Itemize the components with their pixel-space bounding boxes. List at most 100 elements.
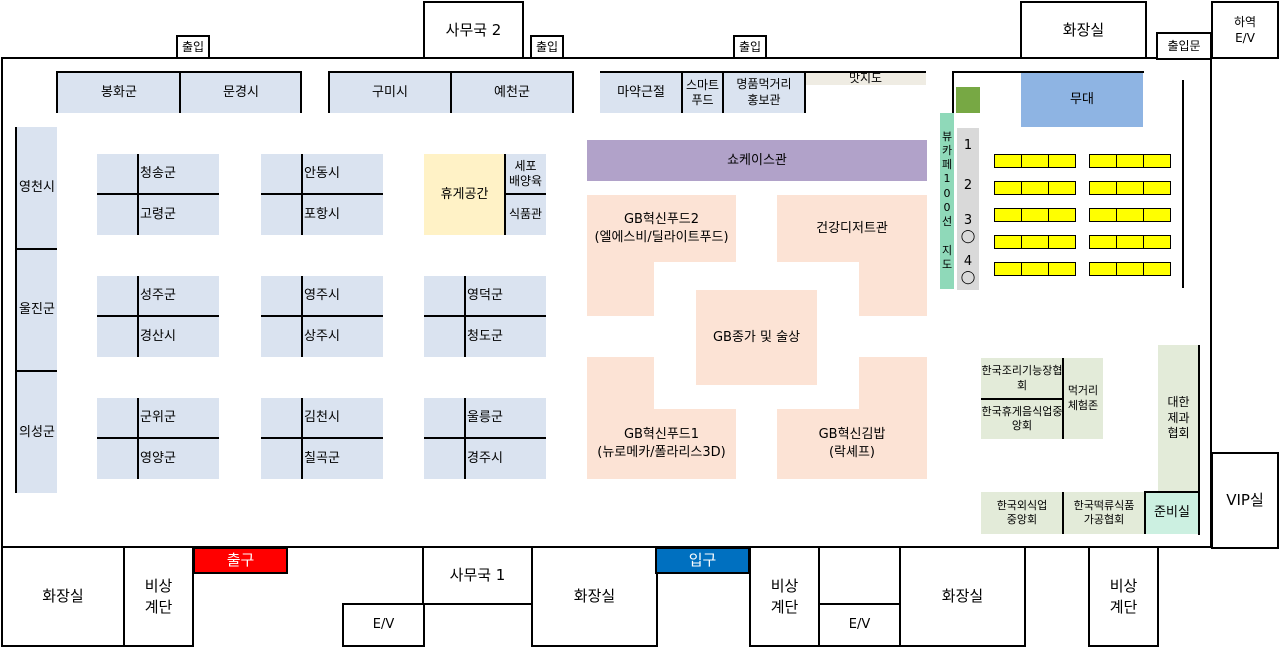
booth-divider: [424, 437, 546, 439]
booth-divider: [15, 370, 57, 372]
booth-gyeongju: 경주시: [424, 438, 546, 479]
booth-divider: [137, 276, 139, 357]
booth-divider: [600, 71, 926, 73]
booth-divider: [464, 276, 466, 357]
booth-mungyeong: 문경시: [180, 72, 302, 113]
booth-seongju: 성주군: [97, 276, 219, 316]
loading-elevator: 하역 E/V: [1211, 1, 1279, 59]
audience-seat: [1021, 262, 1049, 276]
booth-goryeong: 고령군: [97, 194, 219, 235]
audience-seat: [1089, 208, 1117, 222]
green-marker: [956, 87, 980, 113]
audience-seat: [994, 208, 1022, 222]
audience-seat: [1089, 154, 1117, 168]
emergency-stairs-2: 비상 계단: [749, 546, 820, 647]
audience-seat: [994, 154, 1022, 168]
audience-seat: [1021, 181, 1049, 195]
booth-gunwi: 군위군: [97, 398, 219, 438]
zone-healthy-dessert: 건강디저트관: [777, 195, 927, 262]
booth-cheongsong: 청송군: [97, 154, 219, 194]
booth-yeongcheon: 영천시: [17, 127, 57, 248]
booth-divider: [981, 398, 1063, 400]
booth-yeongju: 영주시: [261, 276, 383, 316]
booth-gumi: 구미시: [329, 72, 451, 113]
stage-area-wall: [952, 71, 1144, 73]
booth-food-hall: 식품관: [505, 194, 546, 235]
emergency-stairs-1: 비상 계단: [123, 546, 194, 647]
booth-divider: [328, 71, 330, 113]
booth-divider: [1198, 345, 1200, 535]
access-door: 출입문: [1156, 32, 1212, 60]
booth-yeongdeok: 영덕군: [424, 276, 546, 316]
office-2: 사무국 2: [423, 1, 524, 59]
zone-gb-innovative-food-2: GB혁신푸드2 (엘에스비/딜라이트푸드): [587, 195, 736, 262]
food-experience-zone: 먹거리 체험존: [1063, 358, 1103, 439]
booth-divider: [722, 71, 724, 113]
korea-rice-cake-association: 한국떡류식품 가공협회: [1063, 492, 1145, 534]
booth-divider: [261, 315, 383, 317]
booth-uljin: 울진군: [17, 250, 57, 370]
booth-divider: [300, 71, 302, 113]
korea-cooking-master-association: 한국조리기능장협 회: [981, 358, 1063, 399]
office-1: 사무국 1: [422, 546, 533, 605]
audience-seat: [1116, 154, 1144, 168]
restroom-bottom-1: 화장실: [1, 546, 125, 647]
audience-seat: [1116, 208, 1144, 222]
booth-anti-drug: 마약근절: [600, 72, 682, 113]
booth-divider: [1144, 492, 1146, 534]
booth-divider: [261, 437, 383, 439]
zone-healthy-dessert-extension: [859, 262, 927, 316]
booth-ulleung: 울릉군: [424, 398, 546, 438]
booth-divider: [450, 71, 452, 113]
korea-rest-food-association: 한국휴게음식업중 앙회: [981, 399, 1063, 439]
booth-divider: [505, 193, 546, 195]
audience-seat: [1048, 262, 1076, 276]
booth-gyeongsan: 경산시: [97, 316, 219, 357]
audience-seat: [1143, 181, 1171, 195]
booth-divider: [804, 71, 806, 113]
booth-gimcheon: 김천시: [261, 398, 383, 438]
numbered-slot-2: 2: [957, 163, 979, 208]
audience-seat: [1116, 262, 1144, 276]
audience-seat: [1116, 181, 1144, 195]
audience-seat: [1048, 154, 1076, 168]
zone-gb-innovative-food-1: GB혁신푸드1 (뉴로메카/폴라리스3D): [587, 409, 736, 479]
korea-bakery-association: 대한 제과 협회: [1158, 345, 1199, 492]
booth-divider: [1062, 358, 1064, 439]
stage-area-wall: [1182, 80, 1184, 288]
audience-seat: [1021, 208, 1049, 222]
audience-seat: [994, 181, 1022, 195]
booth-divider: [1062, 492, 1064, 534]
booth-divider: [301, 276, 303, 357]
audience-seat: [1089, 181, 1117, 195]
entry-door-2: 출입: [530, 35, 564, 59]
booth-smart-food: 스마트 푸드: [682, 72, 723, 113]
numbered-slot-1: 1: [957, 128, 979, 163]
preparation-room: 준비실: [1145, 492, 1199, 534]
audience-seat: [1143, 208, 1171, 222]
booth-bonghwa: 봉화군: [58, 72, 180, 113]
booth-cheongdo: 청도군: [424, 316, 546, 357]
booth-divider: [424, 315, 546, 317]
emergency-stairs-3: 비상 계단: [1088, 546, 1159, 647]
zone-gimbap-extension: [859, 357, 927, 409]
booth-divider: [572, 71, 574, 113]
zone-gb-innovative-gimbap: GB혁신김밥 (락셰프): [777, 409, 927, 479]
audience-seat: [1048, 181, 1076, 195]
audience-seat: [1021, 154, 1049, 168]
booth-taste-map: 맛지도: [805, 71, 926, 85]
booth-pohang: 포항시: [261, 194, 383, 235]
audience-seat: [1021, 235, 1049, 249]
booth-divider: [301, 398, 303, 479]
restroom-bottom-3: 화장실: [899, 546, 1026, 647]
entry-door-1: 출입: [176, 35, 210, 59]
booth-divider: [1144, 491, 1200, 493]
audience-seat: [994, 235, 1022, 249]
booth-divider: [56, 71, 58, 113]
audience-seat: [1089, 262, 1117, 276]
numbered-slot-3: 3 ◯: [957, 208, 979, 250]
booth-divider: [97, 437, 219, 439]
entry-door-3: 출입: [733, 35, 767, 59]
audience-seat: [1116, 235, 1144, 249]
booth-divider: [179, 71, 181, 113]
